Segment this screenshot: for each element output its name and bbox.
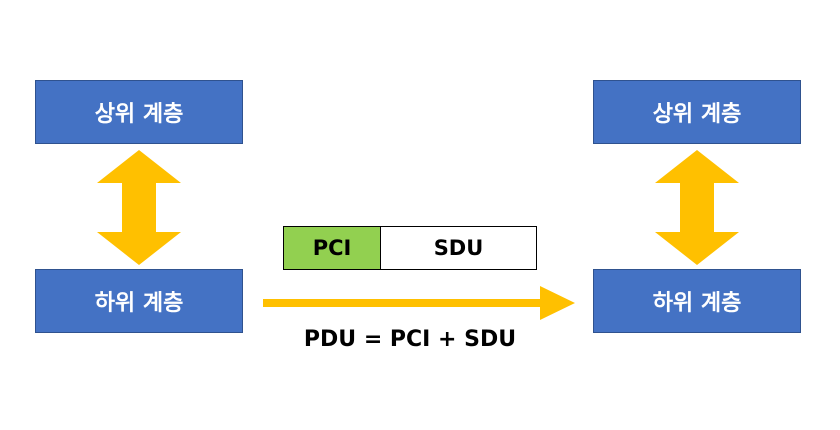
right-double-arrow-icon <box>655 150 739 265</box>
transmission-arrow-icon <box>263 286 575 320</box>
left-upper-layer-label: 상위 계층 <box>94 102 184 127</box>
right-lower-layer-box: 하위 계층 <box>593 269 801 333</box>
pci-label: PCI <box>312 236 352 260</box>
left-upper-layer-box: 상위 계층 <box>35 80 243 144</box>
pdu-formula: PDU = PCI + SDU <box>303 327 517 352</box>
right-lower-layer-label: 하위 계층 <box>652 291 742 316</box>
right-upper-layer-label: 상위 계층 <box>652 102 742 127</box>
sdu-label: SDU <box>433 236 484 260</box>
sdu-segment: SDU <box>381 227 536 269</box>
left-lower-layer-label: 하위 계층 <box>94 291 184 316</box>
right-upper-layer-box: 상위 계층 <box>593 80 801 144</box>
pdu-packet: PCI SDU <box>283 226 537 270</box>
pci-segment: PCI <box>284 227 381 269</box>
left-lower-layer-box: 하위 계층 <box>35 269 243 333</box>
left-double-arrow-icon <box>97 150 181 265</box>
